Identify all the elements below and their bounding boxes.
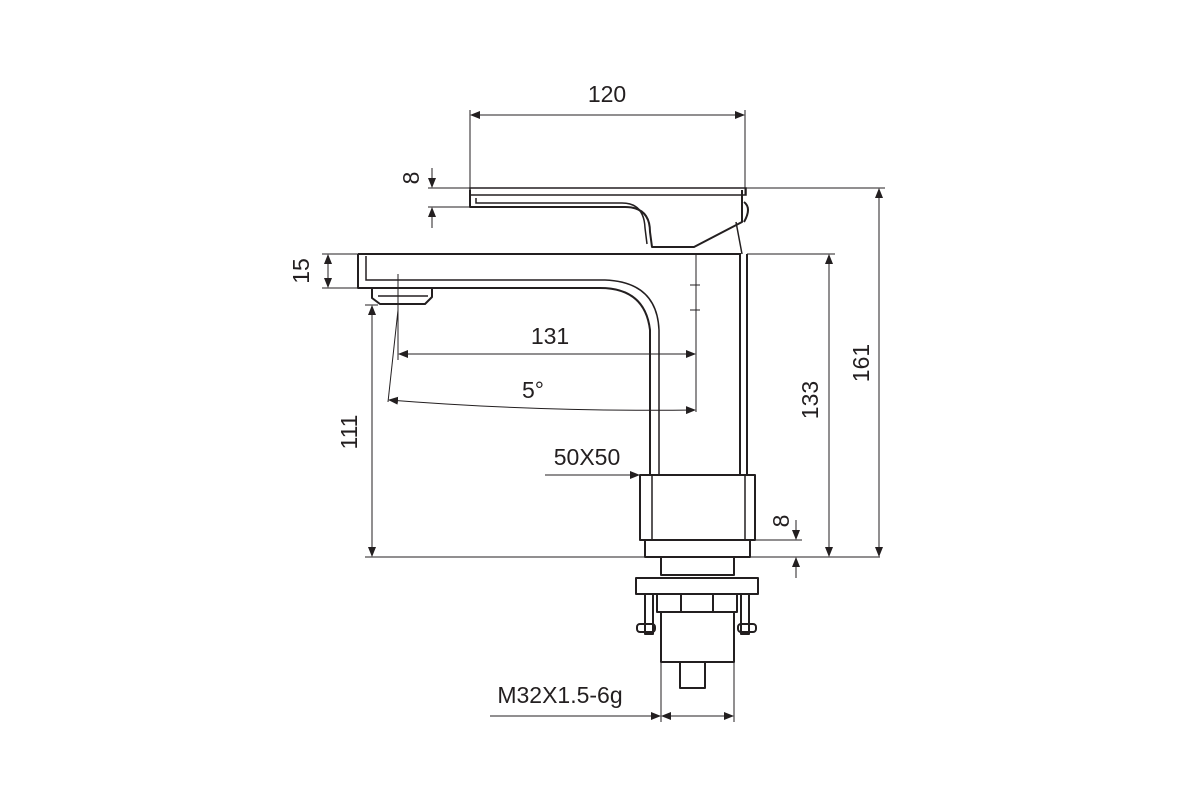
faucet-outline (357, 187, 759, 689)
dimension-body-section: 50X50 (545, 444, 640, 479)
dimension-spout-angle: 5° (387, 309, 696, 415)
label-spout-thickness: 15 (288, 258, 314, 284)
label-body-height: 133 (797, 381, 823, 419)
dimension-spout-height: 111 (336, 304, 378, 557)
dimension-spout-thickness: 15 (288, 253, 358, 289)
handle-lever (469, 187, 749, 255)
label-body-section: 50X50 (554, 444, 621, 470)
label-thread-spec: M32X1.5-6g (497, 682, 622, 708)
dimension-spout-reach: 131 (397, 254, 697, 412)
label-spout-angle: 5° (522, 377, 544, 403)
label-base-thickness: 8 (768, 515, 794, 528)
mounting-hardware (635, 556, 759, 689)
dimension-body-height: 133 (747, 253, 835, 557)
dimension-handle-thickness: 8 (398, 168, 470, 228)
label-spout-reach: 131 (531, 323, 569, 349)
label-overall-height: 161 (848, 344, 874, 382)
body (639, 254, 756, 558)
dimension-overall-height: 161 (746, 187, 885, 557)
label-handle-thickness: 8 (398, 172, 424, 185)
spout (357, 253, 741, 475)
label-handle-width: 120 (588, 81, 626, 107)
label-spout-height: 111 (336, 415, 362, 450)
dimension-handle-width: 120 (469, 81, 746, 195)
dimension-base-thickness: 8 (750, 515, 802, 578)
dimension-thread: M32X1.5-6g (490, 662, 735, 722)
